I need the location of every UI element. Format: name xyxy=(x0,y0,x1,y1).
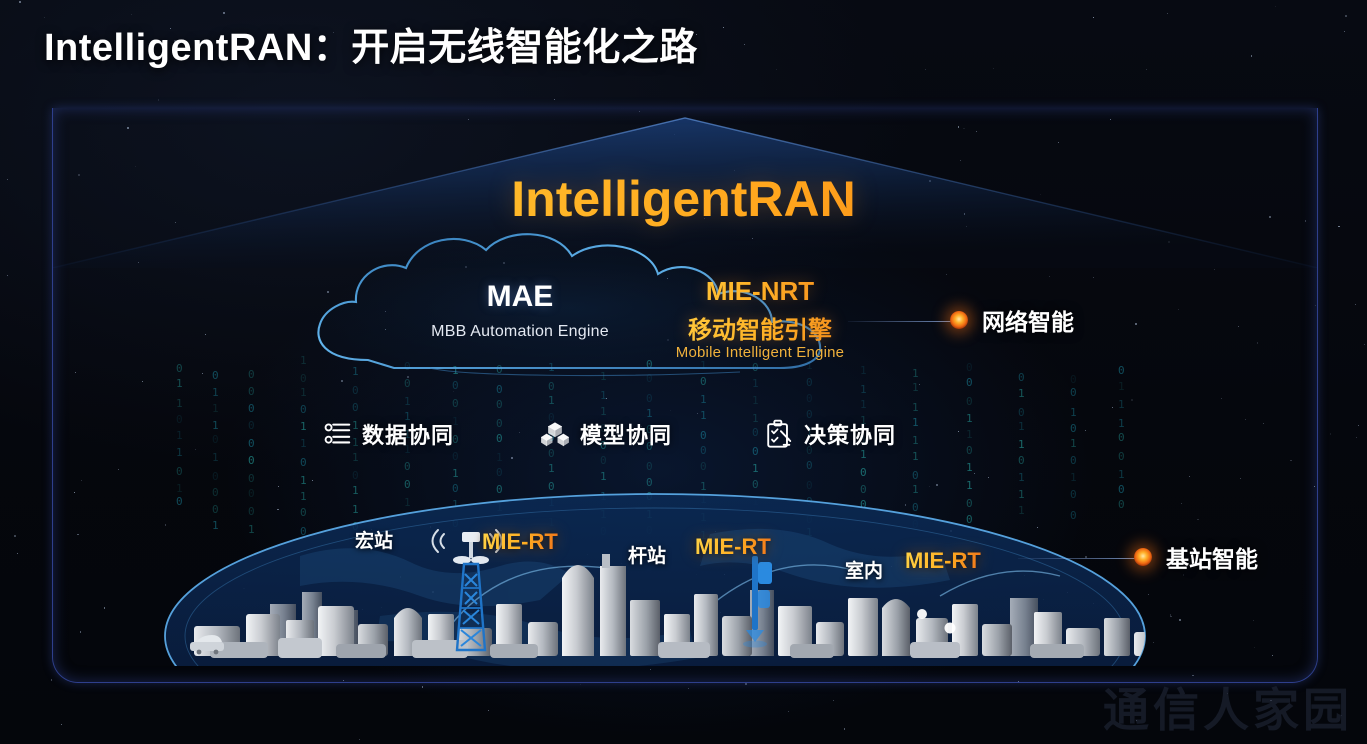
svg-text:1: 1 xyxy=(860,398,867,411)
svg-text:0: 0 xyxy=(352,469,359,482)
leader-line-basestation xyxy=(1018,558,1140,559)
brand-headline: IntelligentRAN xyxy=(0,170,1367,228)
data-collaboration-icon xyxy=(324,423,351,444)
svg-text:0: 0 xyxy=(352,401,359,414)
decision-collaboration-icon xyxy=(767,419,792,448)
city-dome-illustration xyxy=(164,493,1146,744)
leader-line-network xyxy=(848,321,956,322)
svg-text:1: 1 xyxy=(1118,468,1125,481)
collab-label-data: 数据协同 xyxy=(362,423,455,448)
svg-text:1: 1 xyxy=(212,386,219,399)
svg-text:0: 0 xyxy=(248,385,255,398)
svg-text:0: 0 xyxy=(248,402,255,415)
svg-text:0: 0 xyxy=(966,361,973,374)
svg-text:0: 0 xyxy=(1070,373,1077,386)
macro-tower-icon xyxy=(453,532,489,652)
svg-text:1: 1 xyxy=(404,395,411,408)
svg-text:0: 0 xyxy=(212,369,219,382)
indoor-site-icon xyxy=(917,609,927,619)
collab-label-model: 模型协同 xyxy=(580,423,673,448)
svg-text:0: 0 xyxy=(646,392,653,405)
svg-text:0: 0 xyxy=(966,395,973,408)
svg-text:0: 0 xyxy=(352,384,359,397)
svg-text:1: 1 xyxy=(752,394,759,407)
svg-text:1: 1 xyxy=(300,386,307,399)
svg-text:0: 0 xyxy=(1118,364,1125,377)
pole-site-icon xyxy=(743,556,772,648)
svg-text:0: 0 xyxy=(966,376,973,389)
page-title: IntelligentRAN：开启无线智能化之路 xyxy=(44,27,698,69)
svg-text:1: 1 xyxy=(912,401,919,414)
collab-item-decision[interactable]: 决策协同 xyxy=(764,418,896,450)
svg-text:1: 1 xyxy=(1018,471,1025,484)
svg-text:0: 0 xyxy=(496,383,503,396)
mie-rt-macro: MIE-RT xyxy=(482,529,558,554)
svg-text:0: 0 xyxy=(496,398,503,411)
cloud-group: MAE MBB Automation Engine MIE-NRT 移动智能引擎… xyxy=(310,228,900,378)
svg-text:1: 1 xyxy=(600,470,607,483)
endpoint-base-station-intelligence: 基站智能 xyxy=(1134,540,1258,574)
svg-text:0: 0 xyxy=(452,379,459,392)
city-label-indoor: 室内 xyxy=(845,561,884,582)
svg-text:0: 0 xyxy=(404,377,411,390)
glow-dot-icon xyxy=(950,311,968,329)
svg-text:1: 1 xyxy=(176,397,183,410)
svg-text:1: 1 xyxy=(700,393,707,406)
collaboration-row: 数据协同 模型协同 xyxy=(0,418,1367,468)
mie-nrt-subtitle: Mobile Intelligent Engine xyxy=(675,344,845,361)
svg-text:0: 0 xyxy=(248,368,255,381)
watermark: 通信人家园 xyxy=(1103,684,1353,736)
mie-nrt-title: MIE-NRT xyxy=(655,276,865,307)
endpoint-network-intelligence: 网络智能 xyxy=(950,303,1074,337)
mie-rt-pole: MIE-RT xyxy=(695,534,771,559)
glow-dot-icon xyxy=(1134,548,1152,566)
endpoint-label-network: 网络智能 xyxy=(982,309,1074,335)
svg-text:1: 1 xyxy=(548,394,555,407)
svg-text:0: 0 xyxy=(248,472,255,485)
svg-text:0: 0 xyxy=(300,372,307,385)
svg-text:1: 1 xyxy=(300,354,307,367)
svg-text:1: 1 xyxy=(1018,387,1025,400)
svg-text:0: 0 xyxy=(912,469,919,482)
collab-item-model[interactable]: 模型协同 xyxy=(540,418,672,450)
mae-title: MAE xyxy=(486,280,554,313)
svg-text:0: 0 xyxy=(452,397,459,410)
city-scene: 宏站 MIE-RT 杆站 MIE-RT 室内 MIE-RT xyxy=(150,486,1160,744)
svg-text:0: 0 xyxy=(806,392,813,405)
svg-text:0: 0 xyxy=(212,470,219,483)
svg-text:0: 0 xyxy=(548,380,555,393)
svg-text:1: 1 xyxy=(600,405,607,418)
city-label-pole: 杆站 xyxy=(628,546,667,567)
collab-item-data[interactable]: 数据协同 xyxy=(322,418,454,450)
city-label-macro: 宏站 xyxy=(355,531,394,552)
svg-text:1: 1 xyxy=(176,377,183,390)
svg-text:1: 1 xyxy=(1070,471,1077,484)
svg-text:1: 1 xyxy=(600,389,607,402)
svg-text:1: 1 xyxy=(1118,398,1125,411)
svg-text:1: 1 xyxy=(860,383,867,396)
svg-text:0: 0 xyxy=(1018,371,1025,384)
collab-label-decision: 决策协同 xyxy=(804,423,897,448)
mie-nrt-chinese: 移动智能引擎 xyxy=(655,310,865,345)
cloud-outline-icon xyxy=(317,233,822,377)
svg-text:1: 1 xyxy=(912,367,919,380)
svg-text:1: 1 xyxy=(1118,380,1125,393)
endpoint-label-basestation: 基站智能 xyxy=(1166,546,1258,572)
svg-text:1: 1 xyxy=(912,381,919,394)
svg-text:0: 0 xyxy=(1070,386,1077,399)
svg-text:0: 0 xyxy=(176,362,183,375)
mie-rt-indoor: MIE-RT xyxy=(905,548,981,573)
svg-text:1: 1 xyxy=(212,402,219,415)
model-collaboration-icon xyxy=(540,422,570,447)
svg-text:1: 1 xyxy=(452,467,459,480)
svg-text:1: 1 xyxy=(752,377,759,390)
mae-subtitle: MBB Automation Engine xyxy=(431,323,609,340)
svg-text:0: 0 xyxy=(300,403,307,416)
